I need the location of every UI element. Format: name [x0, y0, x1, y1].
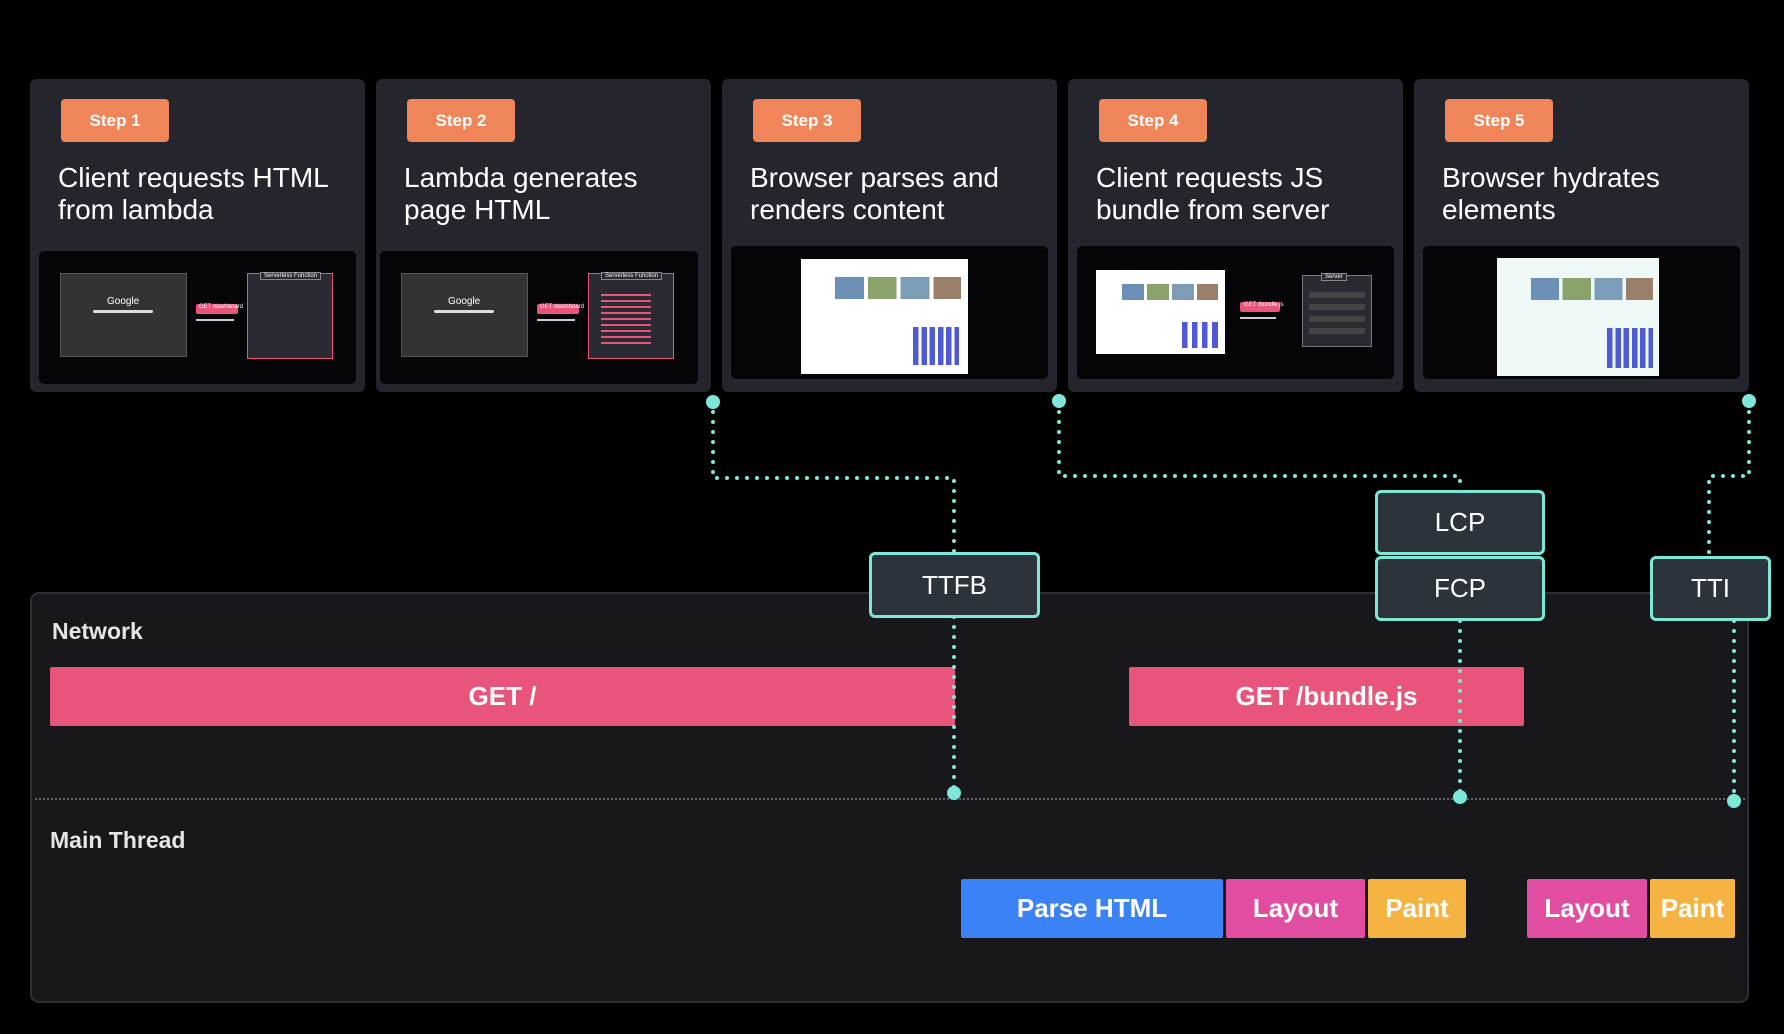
step-card-5: Step 5 Browser hydrates elements [1414, 79, 1749, 392]
step-title: Browser parses and renders content [750, 162, 1000, 225]
step-card-2: Step 2 Lambda generates page HTML Google… [376, 79, 711, 392]
step3-connector-dot [706, 395, 720, 409]
request-label: GET /bundle.js [1244, 302, 1284, 308]
serverless-function-box: Serverless Function [247, 272, 333, 359]
house-images-row [1122, 284, 1218, 300]
step5-connector-dot [1742, 394, 1756, 408]
network-bar-get-root: GET / [50, 667, 955, 726]
browser-logo-text: Google [448, 296, 481, 307]
lcp-connector [1057, 400, 1462, 492]
step-badge: Step 2 [407, 99, 515, 142]
lcp-marker: LCP [1375, 490, 1545, 555]
server-rows-shape [1309, 286, 1365, 340]
step-badge: Step 1 [61, 99, 169, 142]
step-thumbnail: Google GET /dashboard Serverless Functio… [380, 251, 698, 384]
step-card-3: Step 3 Browser parses and renders conten… [722, 79, 1057, 392]
chart-thumbnail-bars [913, 327, 959, 365]
main-bar-paint-1: Paint [1368, 879, 1466, 938]
serverless-function-box: Serverless Function [588, 272, 674, 359]
browser-window-thumbnail: Google [401, 273, 528, 357]
step-card-4: Step 4 Client requests JS bundle from se… [1068, 79, 1403, 392]
search-bar-shape [93, 310, 153, 313]
step-badge: Step 5 [1445, 99, 1553, 142]
main-bar-paint-2: Paint [1650, 879, 1735, 938]
step-title: Client requests JS bundle from server [1096, 162, 1330, 225]
arrow-right-icon [537, 319, 575, 321]
tti-marker: TTI [1650, 556, 1771, 621]
step-thumbnail [1423, 246, 1740, 379]
step-badge: Step 4 [1099, 99, 1207, 142]
step-title: Lambda generates page HTML [404, 162, 638, 225]
step-thumbnail [731, 246, 1048, 379]
step-badge: Step 3 [753, 99, 861, 142]
request-label: GET /dashboard [199, 304, 243, 310]
step-thumbnail: Google GET /dashboard Serverless Functio… [39, 251, 356, 384]
step-card-1: Step 1 Client requests HTML from lambda … [30, 79, 365, 392]
step-title: Client requests HTML from lambda [58, 162, 328, 225]
network-lane-label: Network [52, 618, 143, 644]
dashboard-thumbnail [1497, 258, 1659, 376]
main-bar-layout-1: Layout [1226, 879, 1365, 938]
step-title: Browser hydrates elements [1442, 162, 1660, 225]
serverless-function-label: Serverless Function [260, 272, 322, 280]
request-pill: GET /dashboard [537, 304, 584, 314]
request-pill: GET /bundle.js [1240, 302, 1284, 312]
main-bar-layout-2: Layout [1527, 879, 1647, 938]
tti-connector [1707, 400, 1751, 555]
request-pill: GET /dashboard [196, 304, 243, 314]
code-lines-shape [601, 290, 651, 346]
chart-thumbnail-bars [1182, 322, 1218, 348]
server-box: Server [1302, 273, 1372, 347]
lane-divider [35, 798, 1745, 800]
browser-window-thumbnail: Google [60, 273, 187, 357]
dashboard-thumbnail [801, 259, 968, 374]
ttfb-marker: TTFB [869, 552, 1040, 618]
house-images-row [835, 277, 961, 299]
tti-timeline-dot [1727, 794, 1741, 808]
fcp-timeline-dot [1453, 790, 1467, 804]
step-thumbnail: GET /bundle.js Server [1077, 246, 1394, 379]
browser-logo-text: Google [107, 296, 140, 307]
ttfb-connector [711, 400, 956, 555]
main-bar-parse-html: Parse HTML [961, 879, 1223, 938]
main-thread-lane-label: Main Thread [50, 827, 186, 853]
search-bar-shape [434, 310, 494, 313]
dashboard-thumbnail [1096, 270, 1225, 354]
fcp-marker: FCP [1375, 556, 1545, 621]
serverless-function-label: Serverless Function [601, 272, 663, 280]
chart-thumbnail-bars [1607, 328, 1653, 368]
house-images-row [1531, 278, 1653, 300]
network-bar-get-bundle: GET /bundle.js [1129, 667, 1524, 726]
arrow-right-icon [196, 319, 234, 321]
server-label: Server [1321, 273, 1347, 281]
step4-connector-dot [1052, 394, 1066, 408]
ttfb-timeline-dot [947, 786, 961, 800]
request-label: GET /dashboard [540, 304, 584, 310]
arrow-right-icon [1240, 317, 1276, 319]
